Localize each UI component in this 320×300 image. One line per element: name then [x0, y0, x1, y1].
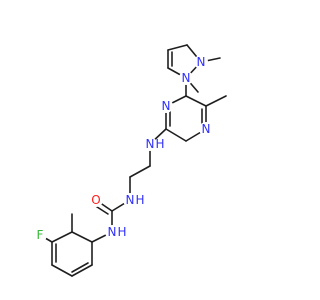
bond	[51, 231, 73, 243]
molecule-structure-canvas: N N N N N H N H N H O F	[33, 44, 227, 277]
atom-n-pyrimidine-right: N	[202, 122, 211, 136]
atom-label-bg	[33, 228, 47, 242]
atom-fluorine: F	[37, 228, 44, 242]
bond	[51, 264, 73, 277]
bond-layer	[39, 44, 227, 277]
atom-n-imidazole-bottom: N	[182, 71, 191, 85]
atom-label-bg	[194, 55, 208, 69]
bond	[167, 44, 188, 51]
bond	[185, 95, 207, 107]
atom-h-amine: H	[155, 137, 164, 151]
atom-label-bg	[123, 193, 137, 207]
atom-h-urea-lower: H	[117, 225, 126, 239]
atom-o-urea: O	[91, 193, 100, 207]
atom-label-bg	[105, 225, 119, 239]
atom-label-bg	[159, 99, 173, 113]
molecule-structure-svg: N N N N N H N H N H O F	[33, 44, 227, 277]
bond	[71, 264, 93, 277]
atom-label-bg	[179, 71, 193, 85]
atom-n-urea-lower: N	[108, 225, 117, 239]
bond	[205, 95, 227, 107]
bond	[165, 128, 187, 142]
atom-n-amine: N	[146, 137, 155, 151]
atom-label-bg	[89, 193, 103, 207]
atom-label-bg	[199, 122, 213, 136]
atom-n-urea-upper: N	[126, 193, 135, 207]
atom-n-imidazole-top: N	[197, 55, 206, 69]
atom-label-bg	[143, 137, 157, 151]
bond	[71, 262, 89, 273]
atom-label-layer: N N N N N H N H N H O F	[33, 55, 213, 242]
atom-n-pyrimidine-left: N	[162, 99, 171, 113]
bond	[129, 165, 151, 178]
atom-h-urea-upper: H	[135, 193, 144, 207]
bond	[71, 231, 93, 243]
